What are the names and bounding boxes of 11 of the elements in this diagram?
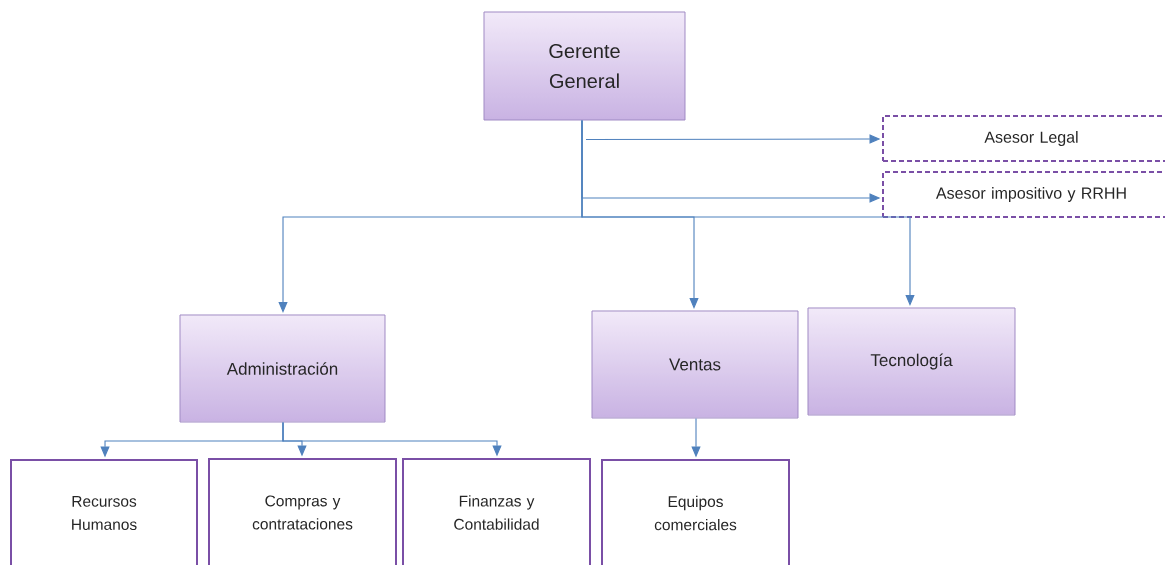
department-box: Administración: [179, 314, 386, 423]
arrow: [581, 119, 915, 306]
unit-box: Recursos Humanos: [10, 459, 198, 565]
department-box: Ventas: [591, 310, 799, 419]
advisor-box: Asesor Legal: [882, 115, 1165, 162]
unit-box: Compras y contrataciones: [208, 458, 397, 565]
unit-box: Equipos comerciales: [601, 459, 790, 565]
department-box: Gerente General: [483, 11, 686, 121]
advisor-box: Asesor impositivo y RRHH: [882, 171, 1165, 218]
unit-box: Finanzas y Contabilidad: [402, 458, 591, 565]
department-box: Tecnología: [807, 307, 1016, 416]
